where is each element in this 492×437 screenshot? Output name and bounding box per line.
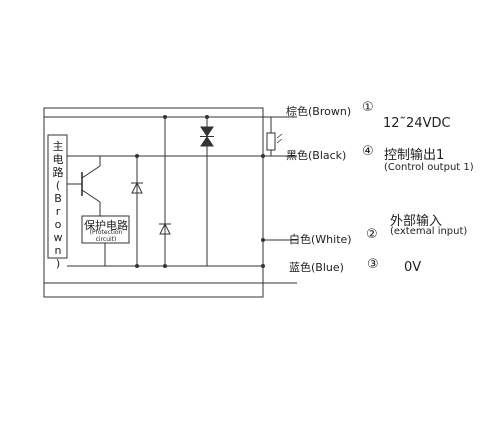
indicator-led (266, 132, 276, 151)
main-circuit-char: 主 (52, 140, 64, 153)
white-wire-desc: 外部输入 (390, 214, 443, 229)
black-wire-desc-en: (Control output 1) (384, 162, 474, 173)
white-wire-label: 白色(White) (289, 233, 352, 246)
protection-circuit-en-1: (Protection (89, 229, 123, 236)
zener-diode-1 (131, 181, 143, 194)
white-wire-desc-en: (extemal input) (390, 226, 468, 237)
main-circuit-char: n (54, 244, 62, 257)
blue-wire-desc: 0V (404, 260, 422, 275)
brown-wire-label: 棕色(Brown) (286, 105, 352, 118)
protection-circuit-en: (Protection circuit) (84, 229, 128, 243)
main-circuit-char: 电 (52, 153, 64, 166)
brown-wire-number: ① (362, 100, 374, 115)
transistor-collector (81, 165, 101, 179)
led-arrows-icon (276, 133, 283, 144)
main-circuit-char: o (54, 218, 62, 231)
main-circuit-char: B (54, 192, 62, 205)
tvs-diode (200, 126, 214, 147)
main-circuit-char: w (53, 231, 63, 244)
main-circuit-char: ) (55, 257, 61, 270)
blue-wire-label: 蓝色(Blue) (289, 261, 344, 274)
brown-wire-desc: 12˜24VDC (383, 116, 451, 131)
main-circuit-char: r (55, 205, 61, 218)
blue-wire-number: ③ (367, 257, 379, 272)
black-wire-desc: 控制输出1 (384, 148, 445, 163)
transistor-emitter (81, 189, 101, 203)
protection-circuit-label: 保护电路 (84, 219, 128, 232)
zener-diode-2 (159, 222, 171, 235)
black-wire-number: ④ (362, 144, 374, 159)
sensor-housing (43, 107, 264, 298)
black-wire-label: 黑色(Black) (286, 149, 347, 162)
main-circuit-char: ( (55, 179, 61, 192)
main-circuit-box (47, 134, 68, 259)
main-circuit-char: 路 (52, 166, 64, 179)
white-wire-number: ② (366, 227, 378, 242)
junction-dots (135, 115, 265, 268)
protection-circuit-en-2: circuit) (95, 236, 117, 243)
main-circuit-label: 主 电 路 ( B r o w n ) (51, 140, 65, 270)
